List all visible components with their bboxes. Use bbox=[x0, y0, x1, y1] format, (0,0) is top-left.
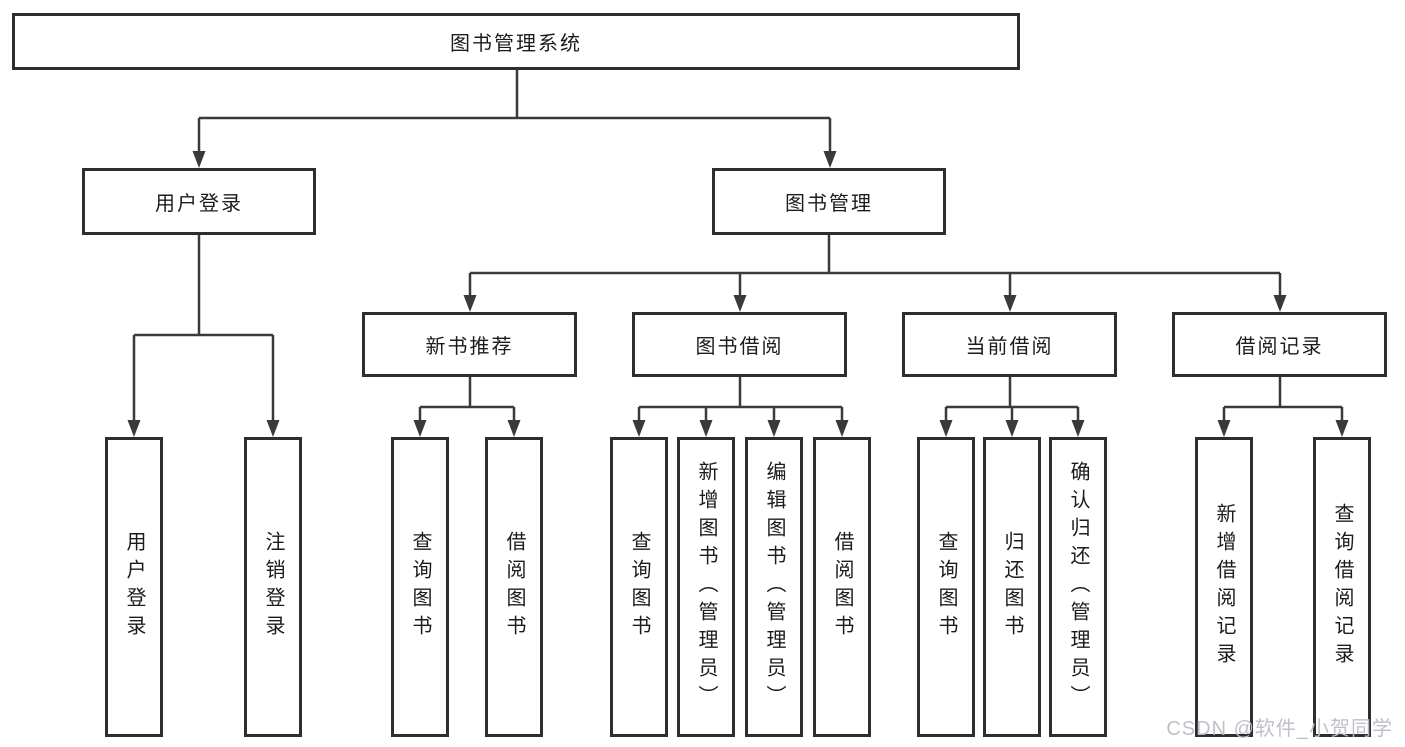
node-label: 图书管理 bbox=[785, 193, 873, 215]
arrow-down-icon bbox=[266, 420, 280, 437]
leaf-add-borrow-record: 新增借阅记录 bbox=[1195, 437, 1253, 737]
node-label: 新书推荐 bbox=[425, 336, 514, 358]
node-label: 查询图书 bbox=[409, 531, 431, 643]
node-borrowing-records: 借阅记录 bbox=[1172, 312, 1387, 377]
arrow-down-icon bbox=[1005, 420, 1019, 437]
leaf-query-books-3: 查询图书 bbox=[917, 437, 975, 737]
arrow-down-icon bbox=[733, 295, 747, 312]
node-label: 注销登录 bbox=[262, 531, 284, 643]
node-label: 新增借阅记录 bbox=[1213, 503, 1235, 671]
arrow-down-icon bbox=[835, 420, 849, 437]
leaf-user-login: 用户登录 bbox=[105, 437, 163, 737]
connector-borrowing-branch bbox=[637, 377, 844, 422]
node-label: 图书借阅 bbox=[695, 336, 784, 358]
arrow-down-icon bbox=[632, 420, 646, 437]
connector-records-branch bbox=[1222, 377, 1344, 422]
arrow-down-icon bbox=[699, 420, 713, 437]
arrow-down-icon bbox=[823, 151, 837, 168]
node-label: 当前借阅 bbox=[965, 336, 1054, 358]
leaf-borrow-books-1: 借阅图书 bbox=[485, 437, 543, 737]
leaf-borrow-books-2: 借阅图书 bbox=[813, 437, 871, 737]
connector-root-to-level2 bbox=[197, 70, 832, 153]
node-label: 查询图书 bbox=[935, 531, 957, 643]
node-label: 确认归还（管理员） bbox=[1067, 461, 1089, 713]
node-library-management-system: 图书管理系统 bbox=[12, 13, 1020, 70]
node-book-borrowing: 图书借阅 bbox=[632, 312, 847, 377]
leaf-add-books-admin: 新增图书（管理员） bbox=[677, 437, 735, 737]
node-label: 新增图书（管理员） bbox=[695, 461, 717, 713]
connector-current-branch bbox=[944, 377, 1080, 422]
node-label: 用户登录 bbox=[155, 193, 243, 215]
leaf-query-books-1: 查询图书 bbox=[391, 437, 449, 737]
connector-bookmgmt-to-level3 bbox=[468, 235, 1282, 297]
arrow-down-icon bbox=[1273, 295, 1287, 312]
node-label: 图书管理系统 bbox=[450, 33, 582, 55]
arrow-down-icon bbox=[939, 420, 953, 437]
node-user-login: 用户登录 bbox=[82, 168, 316, 235]
connector-userlogin-branch bbox=[132, 235, 275, 422]
arrow-down-icon bbox=[507, 420, 521, 437]
leaf-edit-books-admin: 编辑图书（管理员） bbox=[745, 437, 803, 737]
arrow-down-icon bbox=[767, 420, 781, 437]
arrow-down-icon bbox=[127, 420, 141, 437]
node-current-borrowing: 当前借阅 bbox=[902, 312, 1117, 377]
arrow-down-icon bbox=[1335, 420, 1349, 437]
leaf-query-books-2: 查询图书 bbox=[610, 437, 668, 737]
node-label: 借阅图书 bbox=[503, 531, 525, 643]
node-label: 借阅记录 bbox=[1235, 336, 1324, 358]
node-label: 用户登录 bbox=[123, 531, 145, 643]
connector-newbook-branch bbox=[418, 377, 516, 422]
arrow-down-icon bbox=[413, 420, 427, 437]
leaf-confirm-return-admin: 确认归还（管理员） bbox=[1049, 437, 1107, 737]
arrow-down-icon bbox=[463, 295, 477, 312]
node-new-book-recommendation: 新书推荐 bbox=[362, 312, 577, 377]
arrow-down-icon bbox=[1217, 420, 1231, 437]
leaf-query-borrow-record: 查询借阅记录 bbox=[1313, 437, 1371, 737]
csdn-watermark: CSDN @软件_小贺同学 bbox=[1166, 718, 1393, 740]
arrow-down-icon bbox=[1003, 295, 1017, 312]
arrow-down-icon bbox=[1071, 420, 1085, 437]
node-label: 借阅图书 bbox=[831, 531, 853, 643]
leaf-return-books: 归还图书 bbox=[983, 437, 1041, 737]
node-label: 查询借阅记录 bbox=[1331, 503, 1353, 671]
node-book-management: 图书管理 bbox=[712, 168, 946, 235]
node-label: 归还图书 bbox=[1001, 531, 1023, 643]
arrow-down-icon bbox=[192, 151, 206, 168]
node-label: 查询图书 bbox=[628, 531, 650, 643]
leaf-logout: 注销登录 bbox=[244, 437, 302, 737]
node-label: 编辑图书（管理员） bbox=[763, 461, 785, 713]
